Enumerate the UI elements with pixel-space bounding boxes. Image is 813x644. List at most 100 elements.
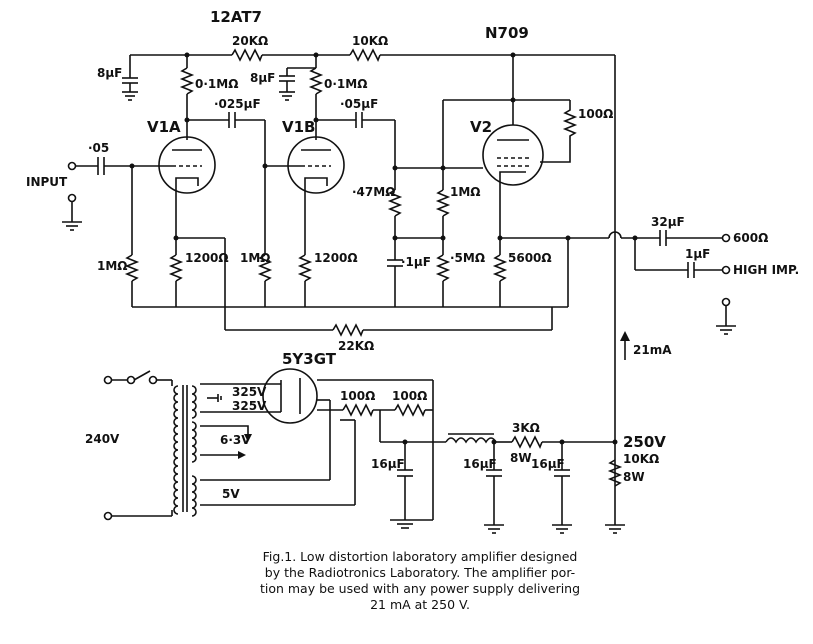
resistor-20k: 20KΩ	[231, 34, 268, 62]
resistor-0-1m-v1a: 0·1MΩ	[179, 55, 238, 140]
resistor-3k-watt-label: 8W	[510, 451, 532, 465]
output-line	[500, 231, 660, 241]
resistor-3k: 3KΩ 8W	[510, 421, 618, 465]
capacitor-8uf-mid: 8µF	[250, 55, 317, 101]
resistor-1200-v1b-label: 1200Ω	[314, 251, 358, 265]
mains-terminal-bottom	[103, 510, 173, 521]
filament-voltage-label: 6·3V	[220, 433, 251, 447]
capacitor-16uf-a-label: 16µF	[371, 457, 405, 471]
tube-v2: V2	[470, 118, 544, 186]
resistor-5600-label: 5600Ω	[508, 251, 552, 265]
filter-choke	[445, 433, 512, 445]
mains-voltage-label: 240V	[85, 432, 120, 446]
capacitor-input-label: ·05	[88, 141, 109, 155]
mains-switch[interactable]	[103, 370, 173, 386]
resistor-3k-label: 3KΩ	[512, 421, 540, 435]
b-plus-rail	[130, 52, 616, 525]
capacitor-025uf-label: ·025µF	[214, 97, 261, 111]
output-600-label: 600Ω	[733, 231, 768, 245]
resistor-1m-input-label: 1MΩ	[97, 259, 128, 273]
capacitor-05uf: ·05µF	[316, 97, 396, 190]
resistor-1200-v1a: 1200Ω	[168, 188, 229, 307]
capacitor-1uf-output: 1µF HIGH IMP.	[634, 238, 799, 278]
tube-n709-label: N709	[485, 24, 529, 42]
output-high-label: HIGH IMP.	[733, 263, 799, 277]
v2-grid-network	[392, 99, 513, 190]
capacitor-025uf: ·025µF	[187, 97, 301, 255]
capacitor-8uf-mid-label: 8µF	[250, 71, 275, 85]
current-label: 21mA	[633, 343, 672, 357]
hv-voltage-a-label: 325V	[232, 385, 267, 399]
tube-v1a-label: V1A	[147, 118, 181, 136]
capacitor-1uf-output-label: 1µF	[685, 247, 710, 261]
resistor-1m-v1b: 1MΩ	[240, 251, 273, 307]
resistor-0-1m-v1b: 0·1MΩ	[308, 67, 367, 140]
resistor-0-1m-v1b-label: 0·1MΩ	[324, 77, 367, 91]
resistor-5m: ·5MΩ	[435, 251, 485, 307]
hv-secondary: 325V 325V	[200, 383, 281, 413]
resistor-1200-v1b: 1200Ω	[297, 188, 358, 307]
resistor-47m: ·47MΩ	[352, 185, 403, 260]
current-arrow: 21mA	[620, 331, 672, 360]
capacitor-16uf-c: 16µF	[531, 442, 572, 534]
transformer-hv-coil	[191, 385, 197, 419]
tube-5y3gt: 5Y3GT	[262, 350, 337, 424]
capacitor-8uf-left: 8µF	[97, 55, 138, 101]
transformer-filament-coil	[191, 421, 197, 463]
capacitor-16uf-a: 16µF	[371, 442, 433, 529]
output-ground	[716, 297, 736, 335]
caption-line: by the Radiotronics Laboratory. The ampl…	[264, 565, 576, 580]
capacitor-32uf: 32µF 600Ω	[651, 215, 768, 246]
resistor-10k-bleeder-label: 10KΩ	[623, 452, 659, 466]
capacitor-1uf: ·1µF	[387, 255, 431, 307]
resistor-10k-bleeder-watt-label: 8W	[623, 470, 645, 484]
resistor-47m-label: ·47MΩ	[352, 185, 395, 199]
hv-voltage-b-label: 325V	[232, 399, 267, 413]
resistor-1m-v2: 1MΩ	[395, 185, 481, 255]
resistor-5m-label: ·5MΩ	[450, 251, 485, 265]
transformer-rectifier-heater-coil	[191, 475, 197, 517]
tube-v1b: V1B	[282, 118, 345, 194]
output-high-terminal[interactable]	[721, 265, 731, 275]
resistor-1m-v2-label: 1MΩ	[450, 185, 481, 199]
tube-12at7-label: 12AT7	[210, 8, 262, 26]
resistor-100-v2-label: 100Ω	[578, 107, 613, 121]
capacitor-32uf-label: 32µF	[651, 215, 685, 229]
input-label: INPUT	[26, 175, 68, 189]
capacitor-16uf-b: 16µF	[463, 442, 504, 534]
capacitor-05uf-label: ·05µF	[340, 97, 378, 111]
input-section: ·05 INPUT	[26, 141, 172, 231]
resistor-100-ps-b: 100Ω	[317, 379, 434, 520]
resistor-100-v2: 100Ω	[510, 55, 613, 163]
power-transformer	[173, 385, 197, 517]
tube-5y3gt-label: 5Y3GT	[282, 350, 337, 368]
supply-voltage-label: 250V	[623, 433, 666, 451]
resistor-1200-v1a-label: 1200Ω	[185, 251, 229, 265]
capacitor-8uf-left-label: 8µF	[97, 66, 122, 80]
resistor-22k-feedback: 22KΩ	[224, 238, 553, 353]
caption-line: tion may be used with any power supply d…	[259, 581, 581, 596]
filter-node	[379, 410, 446, 445]
resistor-5600: 5600Ω	[492, 180, 552, 307]
filament-windings: 6·3V 5V	[200, 399, 356, 506]
resistor-100-ps-b-label: 100Ω	[392, 389, 427, 403]
figure-caption: Fig.1. Low distortion laboratory amplifi…	[210, 549, 630, 613]
ground-return-line	[132, 238, 569, 308]
tube-v1b-label: V1B	[282, 118, 315, 136]
tube-v1a: V1A	[147, 118, 216, 194]
input-terminal[interactable]	[67, 161, 77, 171]
transformer-primary-coil	[173, 385, 179, 515]
tube-v2-label: V2	[470, 118, 492, 136]
capacitor-16uf-c-label: 16µF	[531, 457, 565, 471]
capacitor-1uf-label: ·1µF	[401, 255, 431, 269]
resistor-0-1m-v1a-label: 0·1MΩ	[195, 77, 238, 91]
resistor-22k-label: 22KΩ	[338, 339, 374, 353]
resistor-100-ps-a-label: 100Ω	[340, 389, 375, 403]
rectifier-heater-voltage-label: 5V	[222, 487, 240, 501]
caption-line: Fig.1. Low distortion laboratory amplifi…	[262, 549, 578, 564]
output-600-terminal[interactable]	[721, 233, 731, 243]
resistor-10k-top-label: 10KΩ	[352, 34, 388, 48]
capacitor-16uf-b-label: 16µF	[463, 457, 497, 471]
resistor-10k-top: 10KΩ	[349, 34, 388, 62]
